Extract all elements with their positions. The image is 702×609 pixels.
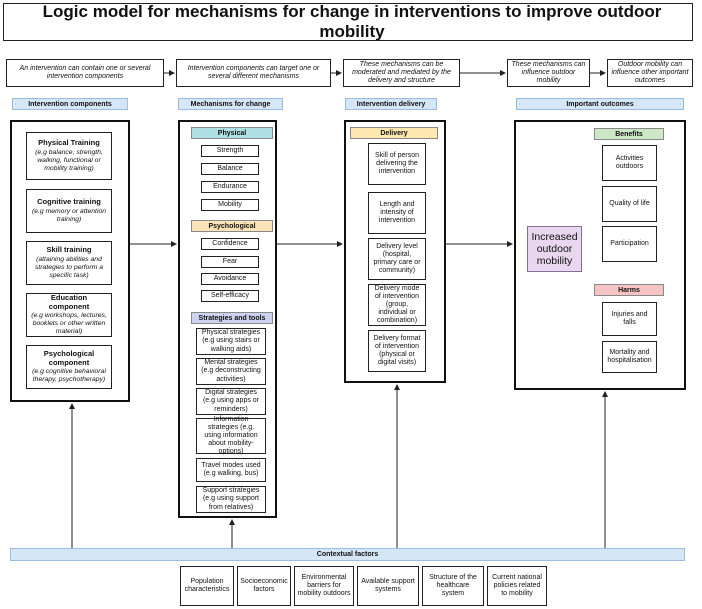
context-item: Population characteristics <box>180 566 234 606</box>
context-item: Available support systems <box>357 566 419 606</box>
strategy-item: Travel modes used (e.g walking, bus) <box>196 458 266 482</box>
benefits-header: Benefits <box>594 128 664 140</box>
context-item: Current national policies related to mob… <box>487 566 547 606</box>
context-item: Structure of the healthcare system <box>422 566 484 606</box>
mechanism-item: Balance <box>201 163 259 175</box>
mechanism-item: Confidence <box>201 238 259 250</box>
contextual-factors-header: Contextual factors <box>10 548 685 561</box>
mechanism-physical-header: Physical <box>191 127 273 139</box>
header-outcomes: Important outcomes <box>516 98 684 110</box>
strategy-item: Physical strategies (e.g using stairs or… <box>196 328 266 355</box>
harm-item: Injuries and falls <box>602 302 657 336</box>
mechanism-item: Endurance <box>201 181 259 193</box>
benefit-item: Participation <box>602 226 657 262</box>
delivery-item: Delivery format of intervention (physica… <box>368 330 426 372</box>
flow-box-outcomes: Outdoor mobility can influence other imp… <box>607 59 693 87</box>
component-skill-training: Skill training(attaining abilities and s… <box>26 241 112 285</box>
mechanism-item: Avoidance <box>201 273 259 285</box>
header-mechanisms: Mechanisms for change <box>178 98 283 110</box>
flow-box-mechanism-influence: These mechanisms can influence outdoor m… <box>507 59 590 87</box>
strategy-item: Digital strategies (e.g using apps or re… <box>196 388 266 415</box>
delivery-item: Delivery mode of intervention (group, in… <box>368 284 426 326</box>
flow-box-mechanisms: Intervention components can target one o… <box>176 59 331 87</box>
delivery-header: Delivery <box>350 127 438 139</box>
component-cognitive-training: Cognitive training(e.g memory or attenti… <box>26 189 112 233</box>
flow-box-components: An intervention can contain one or sever… <box>6 59 164 87</box>
context-item: Socioeconomic factors <box>237 566 291 606</box>
harms-header: Harms <box>594 284 664 296</box>
mechanism-item: Strength <box>201 145 259 157</box>
benefit-item: Activities outdoors <box>602 145 657 181</box>
delivery-item: Delivery level (hospital, primary care o… <box>368 238 426 280</box>
delivery-item: Length and intensity of intervention <box>368 192 426 234</box>
strategy-item: Mental strategies (e.g deconstructing ac… <box>196 358 266 385</box>
header-components: Intervention components <box>12 98 128 110</box>
context-item: Environmental barriers for mobility outd… <box>294 566 354 606</box>
mechanism-psychological-header: Psychological <box>191 220 273 232</box>
central-outcome-increased-outdoor-mobility: Increased outdoor mobility <box>527 226 582 272</box>
page-title: Logic model for mechanisms for change in… <box>3 2 693 41</box>
mechanism-item: Mobility <box>201 199 259 211</box>
component-education: Education component(e.g workshops, lectu… <box>26 293 112 337</box>
strategy-item: Information strategies (e.g. using infor… <box>196 416 266 455</box>
mechanism-item: Self-efficacy <box>201 290 259 302</box>
strategy-item: Support strategies (e.g using support fr… <box>196 486 266 513</box>
harm-item: Mortality and hospitalisation <box>602 341 657 373</box>
benefit-item: Quality of life <box>602 186 657 222</box>
component-psychological: Psychological component(e.g cognitive be… <box>26 345 112 389</box>
mechanism-strategies-header: Strategies and tools <box>191 312 273 324</box>
component-physical-training: Physical Training(e.g balance, strength,… <box>26 132 112 180</box>
flow-box-delivery: These mechanisms can be moderated and me… <box>343 59 460 87</box>
delivery-item: Skill of person delivering the intervent… <box>368 143 426 185</box>
mechanism-item: Fear <box>201 256 259 268</box>
header-delivery: Intervention delivery <box>345 98 437 110</box>
